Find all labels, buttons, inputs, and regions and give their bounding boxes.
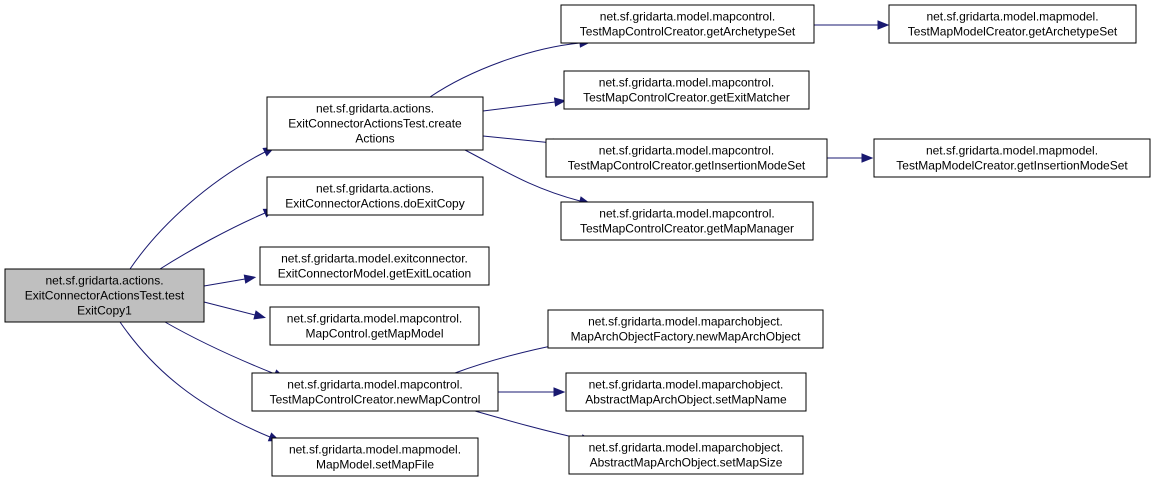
arrow-head-icon (861, 153, 874, 163)
edge-line (464, 149, 581, 202)
node-ctrlGetArchetypeSet[interactable]: net.sf.gridarta.model.mapcontrol.TestMap… (560, 4, 815, 44)
node-label-line: ExitCopy1 (77, 304, 132, 318)
edge-root-to-newMapControl (164, 321, 286, 379)
edge-root-to-doExitCopy (159, 208, 276, 270)
edge-line (119, 321, 271, 438)
node-label-line: TestMapControlCreator.getArchetypeSet (580, 25, 796, 39)
node-label-line: ExitConnectorActionsTest.test (25, 289, 185, 303)
node-getMapManager[interactable]: net.sf.gridarta.model.mapcontrol.TestMap… (560, 201, 814, 241)
edge-line (482, 101, 556, 112)
node-setMapName[interactable]: net.sf.gridarta.model.maparchobject.Abst… (565, 372, 807, 412)
node-label-line: net.sf.gridarta.model.maparchobject. (589, 378, 784, 392)
node-label-line: MapArchObjectFactory.newMapArchObject (571, 330, 802, 344)
node-label-line: ExitConnectorActionsTest.create (288, 117, 462, 131)
node-root[interactable]: net.sf.gridarta.actions.ExitConnectorAct… (4, 268, 205, 323)
node-setMapSize[interactable]: net.sf.gridarta.model.maparchobject.Abst… (568, 435, 804, 475)
node-label-line: net.sf.gridarta.model.mapcontrol. (599, 76, 774, 90)
edge-line (429, 42, 581, 98)
node-box[interactable] (545, 138, 828, 178)
node-box[interactable] (560, 201, 814, 241)
node-label-line: net.sf.gridarta.actions. (316, 102, 434, 116)
node-label-line: net.sf.gridarta.actions. (316, 182, 434, 196)
edge-root-to-getExitLocation (203, 274, 257, 287)
node-createActions[interactable]: net.sf.gridarta.actions.ExitConnectorAct… (266, 96, 484, 151)
node-label-line: net.sf.gridarta.model.mapmodel. (289, 443, 461, 457)
node-label-line: TestMapControlCreator.getInsertionModeSe… (568, 159, 806, 173)
edge-line (129, 151, 266, 270)
node-getMapModel[interactable]: net.sf.gridarta.model.mapcontrol.MapCont… (269, 306, 480, 346)
node-doExitCopy[interactable]: net.sf.gridarta.actions.ExitConnectorAct… (266, 176, 484, 216)
node-modelGetInsertionModeSet[interactable]: net.sf.gridarta.model.mapmodel.TestMapMo… (873, 138, 1151, 178)
node-layer: net.sf.gridarta.actions.ExitConnectorAct… (4, 4, 1151, 477)
node-label-line: ExitConnectorActions.doExitCopy (285, 197, 464, 211)
edge-ctrlGetArchetypeSet-to-modelGetArchetypeSet (814, 20, 890, 30)
edge-line (164, 321, 276, 375)
node-label-line: TestMapControlCreator.getExitMatcher (583, 91, 790, 105)
node-label-line: net.sf.gridarta.model.mapcontrol. (599, 207, 774, 221)
node-label-line: net.sf.gridarta.model.exitconnector. (281, 252, 468, 266)
node-box[interactable] (873, 138, 1151, 178)
node-label-line: MapModel.setMapFile (316, 458, 434, 472)
node-label-line: net.sf.gridarta.model.mapcontrol. (287, 312, 462, 326)
edge-ctrlGetInsertionModeSet-to-modelGetInsertionModeSet (827, 153, 874, 163)
arrow-head-icon (243, 274, 257, 284)
node-newMapArchObject[interactable]: net.sf.gridarta.model.maparchobject.MapA… (547, 309, 824, 349)
edge-createActions-to-getExitMatcher (482, 97, 567, 112)
node-label-line: TestMapControlCreator.newMapControl (270, 393, 481, 407)
node-box[interactable] (251, 372, 499, 412)
edge-line (203, 278, 246, 287)
node-box[interactable] (259, 246, 490, 286)
node-box[interactable] (560, 4, 815, 44)
node-label-line: net.sf.gridarta.model.mapcontrol. (600, 10, 775, 24)
node-modelGetArchetypeSet[interactable]: net.sf.gridarta.model.mapmodel.TestMapMo… (888, 4, 1137, 44)
node-label-line: TestMapControlCreator.getMapManager (580, 222, 794, 236)
node-box[interactable] (266, 176, 484, 216)
edge-line (159, 212, 266, 270)
node-box[interactable] (266, 96, 484, 151)
node-box[interactable] (563, 70, 810, 110)
node-getExitLocation[interactable]: net.sf.gridarta.model.exitconnector.Exit… (259, 246, 490, 286)
edge-root-to-getMapModel (203, 301, 266, 320)
node-label-line: MapControl.getMapModel (305, 327, 443, 341)
node-setMapFile[interactable]: net.sf.gridarta.model.mapmodel.MapModel.… (271, 437, 479, 477)
node-ctrlGetInsertionModeSet[interactable]: net.sf.gridarta.model.mapcontrol.TestMap… (545, 138, 828, 178)
node-label-line: ExitConnectorModel.getExitLocation (278, 267, 471, 281)
arrow-head-icon (253, 310, 266, 320)
node-box[interactable] (4, 268, 205, 323)
arrow-head-icon (553, 387, 566, 397)
edge-root-to-createActions (129, 146, 276, 270)
node-box[interactable] (568, 435, 804, 475)
node-label-line: net.sf.gridarta.model.mapcontrol. (287, 378, 462, 392)
node-box[interactable] (565, 372, 807, 412)
node-label-line: net.sf.gridarta.actions. (45, 274, 163, 288)
edge-newMapControl-to-setMapName (498, 387, 566, 397)
node-label-line: AbstractMapArchObject.setMapSize (590, 456, 783, 470)
node-label-line: Actions (355, 132, 394, 146)
edge-line (474, 410, 583, 440)
node-label-line: TestMapModelCreator.getInsertionModeSet (896, 159, 1128, 173)
node-label-line: net.sf.gridarta.model.mapcontrol. (599, 144, 774, 158)
node-label-line: net.sf.gridarta.model.maparchobject. (589, 441, 784, 455)
edge-line (203, 301, 256, 316)
node-getExitMatcher[interactable]: net.sf.gridarta.model.mapcontrol.TestMap… (563, 70, 810, 110)
node-label-line: AbstractMapArchObject.setMapName (585, 393, 787, 407)
arrow-head-icon (877, 20, 890, 30)
node-label-line: net.sf.gridarta.model.mapmodel. (926, 10, 1098, 24)
node-label-line: net.sf.gridarta.model.mapmodel. (926, 144, 1098, 158)
node-label-line: TestMapModelCreator.getArchetypeSet (908, 25, 1118, 39)
node-label-line: net.sf.gridarta.model.maparchobject. (588, 315, 783, 329)
node-newMapControl[interactable]: net.sf.gridarta.model.mapcontrol.TestMap… (251, 372, 499, 412)
edge-line (482, 135, 554, 144)
node-box[interactable] (547, 309, 824, 349)
node-box[interactable] (269, 306, 480, 346)
node-box[interactable] (888, 4, 1137, 44)
node-box[interactable] (271, 437, 479, 477)
arrow-head-icon (553, 97, 567, 107)
